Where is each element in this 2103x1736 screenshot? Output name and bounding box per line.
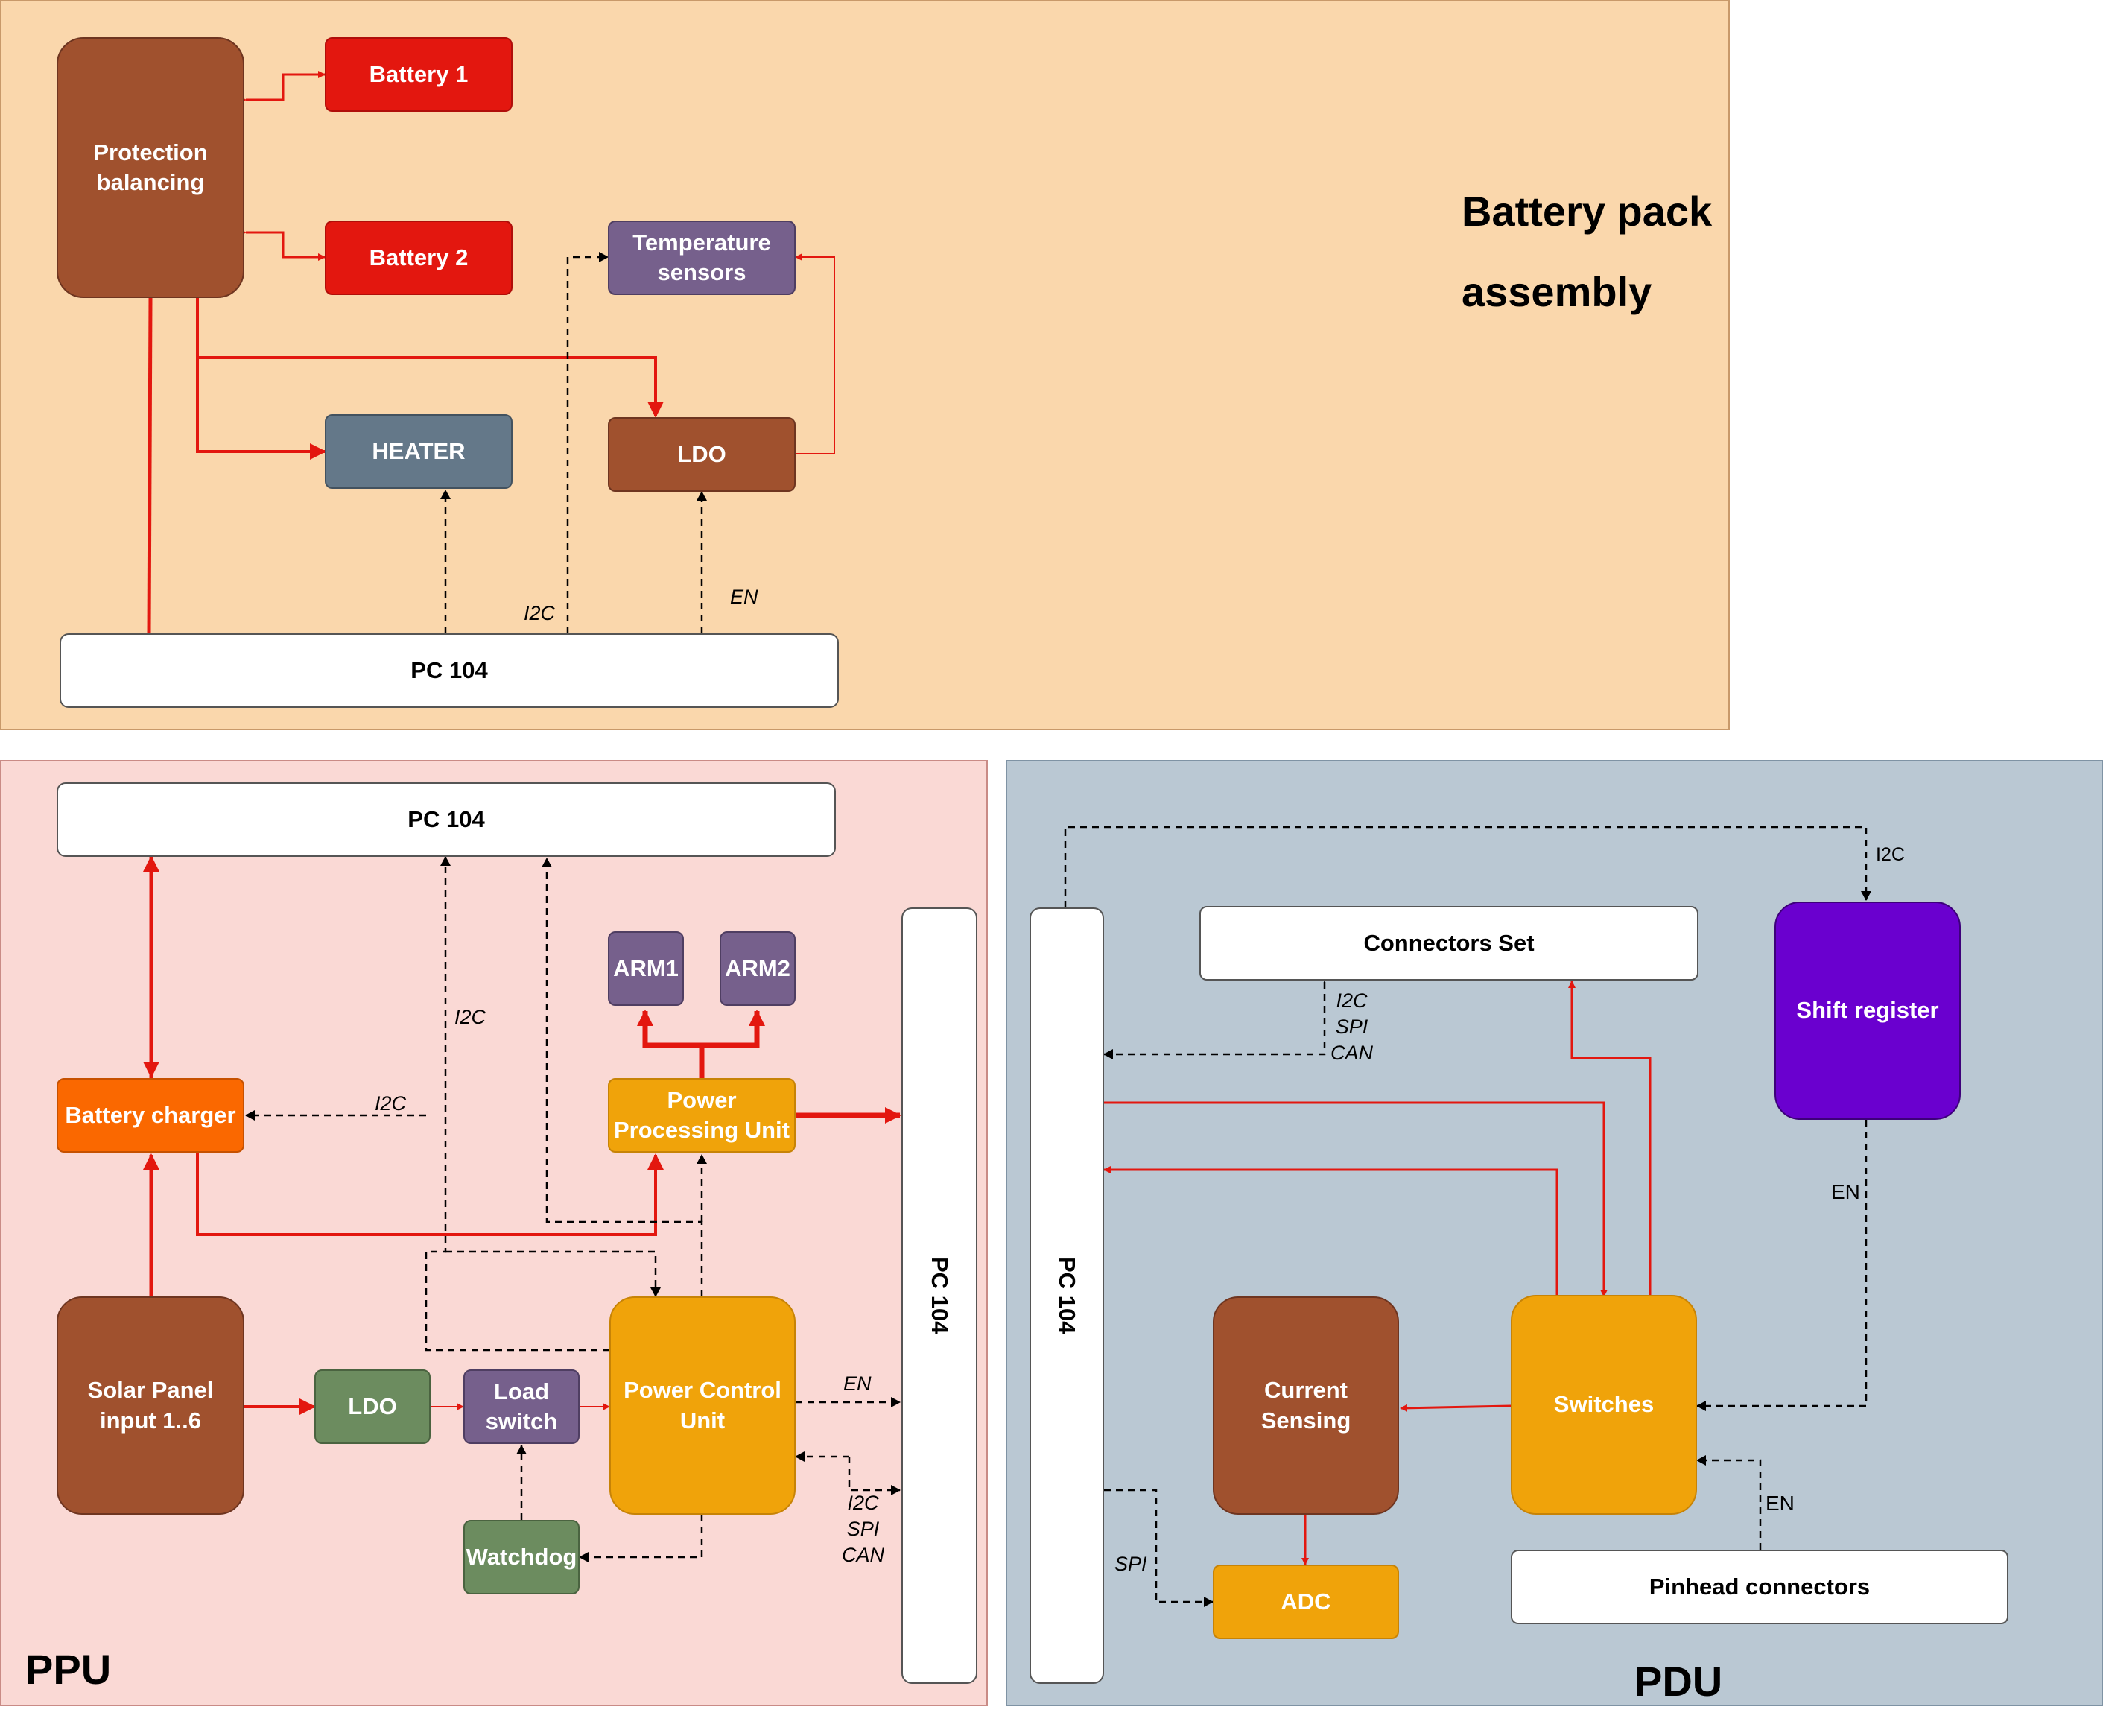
pdu-pc104-side-bus: PC 104	[1030, 907, 1104, 1684]
battery-ldo-block: LDO	[608, 417, 796, 492]
pdu-title: PDU	[1634, 1658, 1723, 1705]
ppu-en-label: EN	[843, 1372, 872, 1395]
shift-register-block: Shift register	[1774, 902, 1961, 1120]
battery-pack-title: Battery pack assembly	[1462, 188, 1713, 315]
pdu-en-label-2: EN	[1766, 1492, 1795, 1515]
ppu-pc104-side-bus: PC 104	[901, 907, 977, 1684]
ppu-ldo-block: LDO	[314, 1369, 431, 1444]
battery-pack-panel	[0, 0, 1730, 730]
protection-balancing-block: Protection balancing	[57, 37, 244, 298]
connectors-set-block: Connectors Set	[1199, 906, 1698, 981]
arm2-block: ARM2	[720, 931, 796, 1006]
switches-block: Switches	[1511, 1295, 1697, 1515]
pdu-signal-lines	[1064, 826, 1871, 1607]
current-sensing-block: Current Sensing	[1213, 1296, 1399, 1515]
ppu-power-lines	[143, 855, 901, 1415]
pdu-i2c-label: I2C	[1876, 844, 1905, 865]
heater-block: HEATER	[325, 414, 513, 489]
arm1-block: ARM1	[608, 931, 684, 1006]
battery-charger-block: Battery charger	[57, 1078, 244, 1153]
ppu-pc104-top-bus: PC 104	[57, 782, 836, 857]
adc-block: ADC	[1213, 1565, 1399, 1639]
ppu-title: PPU	[25, 1646, 112, 1693]
pdu-bus-label: I2C SPI CAN	[1330, 989, 1374, 1065]
watchdog-block: Watchdog	[463, 1520, 580, 1594]
battery-signal-lines	[440, 252, 707, 642]
battery-i2c-label: I2C	[524, 602, 556, 624]
pdu-en-label-1: EN	[1831, 1180, 1860, 1203]
ppu-i2c-label-1: I2C	[454, 1006, 486, 1028]
power-control-unit-block: Power Control Unit	[609, 1296, 796, 1515]
battery-pc104-bus: PC 104	[60, 633, 839, 708]
power-processing-unit-block: Power Processing Unit	[608, 1078, 796, 1153]
battery-power-lines	[147, 71, 835, 634]
load-switch-block: Load switch	[463, 1369, 580, 1444]
battery-en-label: EN	[730, 586, 758, 608]
pdu-spi-label: SPI	[1114, 1553, 1147, 1575]
battery-1-block: Battery 1	[325, 37, 513, 112]
pdu-power-lines	[1103, 981, 1652, 1565]
temperature-sensors-block: Temperature sensors	[608, 221, 796, 295]
ppu-signal-lines	[245, 856, 901, 1562]
ppu-i2c-label-2: I2C	[375, 1092, 407, 1115]
solar-panel-input-block: Solar Panel input 1..6	[57, 1296, 244, 1515]
battery-2-block: Battery 2	[325, 221, 513, 295]
pinhead-connectors-block: Pinhead connectors	[1511, 1550, 2008, 1624]
ppu-bus-label: I2C SPI CAN	[842, 1492, 885, 1567]
